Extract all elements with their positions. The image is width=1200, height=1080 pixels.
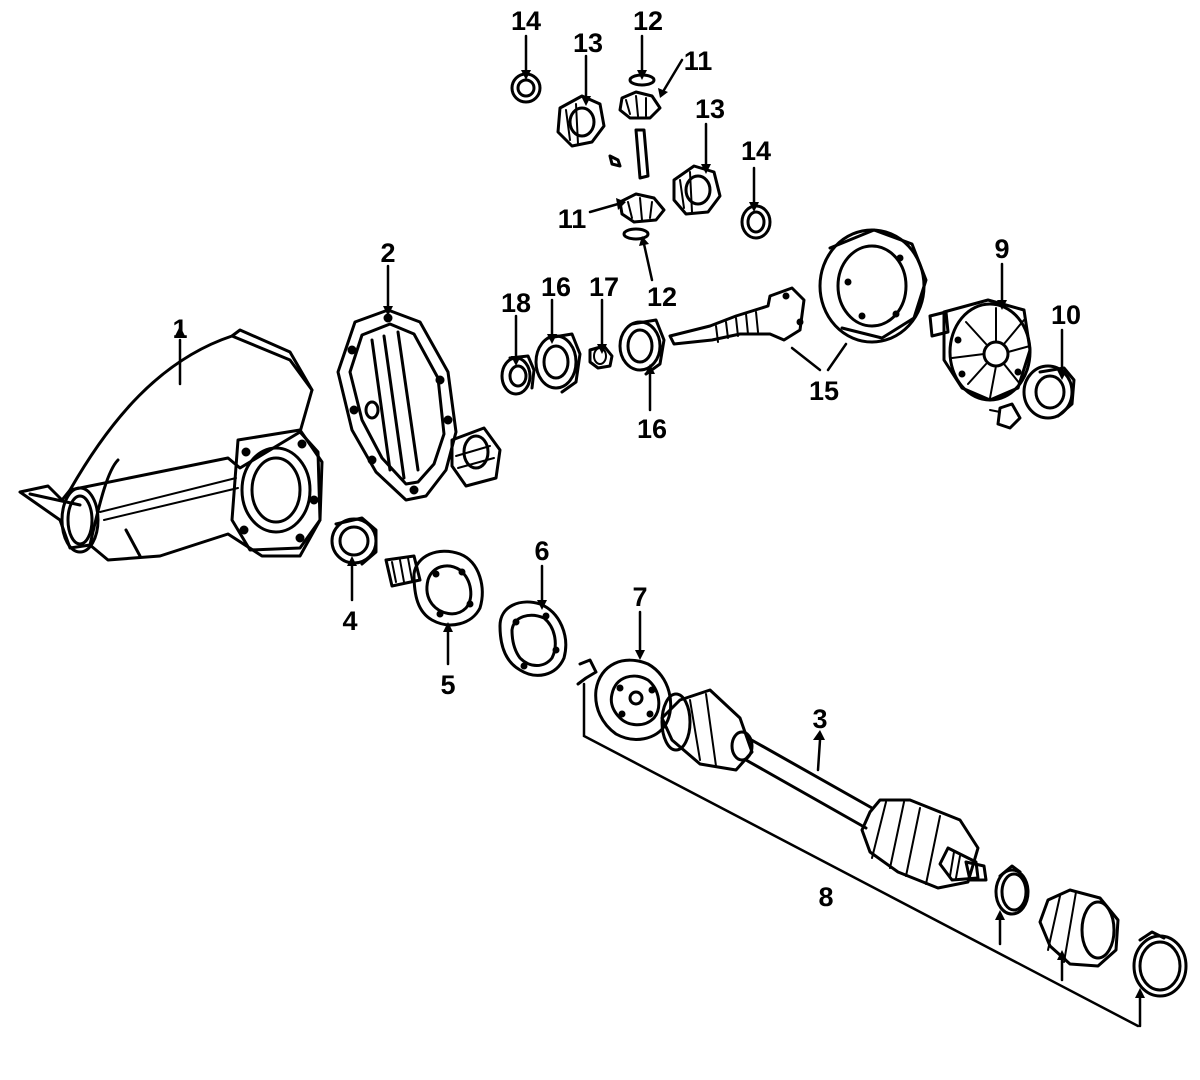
- part-13-right-side-gear: [672, 164, 722, 216]
- callout-labels: 1 2 3 4 5 6 7 8 9 10 11 11 12 12 13 13 1…: [172, 6, 1081, 912]
- part-11-upper-gear: [618, 90, 662, 120]
- callout-16-lower: 16: [637, 414, 667, 444]
- part-13-left-side-gear: [556, 94, 606, 148]
- callout-13-right: 13: [695, 94, 725, 124]
- callout-8: 8: [818, 882, 833, 912]
- callout-11-upper: 11: [684, 46, 713, 76]
- callout-18: 18: [501, 288, 531, 318]
- callout-4: 4: [342, 606, 357, 636]
- part-16-outer-bearing: [534, 332, 582, 394]
- callout-12-lower: 12: [647, 282, 677, 312]
- pinion-shaft: [608, 128, 650, 180]
- callout-7: 7: [632, 582, 647, 612]
- callout-17: 17: [589, 272, 619, 302]
- part-15-ring-and-pinion: [668, 228, 928, 346]
- callout-14-left: 14: [511, 6, 541, 36]
- leader-lines: [178, 34, 1142, 1028]
- callout-3: 3: [812, 704, 827, 734]
- part-1-carrier-housing: [18, 328, 324, 562]
- callout-16-upper: 16: [541, 272, 571, 302]
- callout-12-upper: 12: [633, 6, 663, 36]
- arrowheads: [175, 70, 1145, 998]
- part-3-axle-shaft: [660, 688, 988, 890]
- part-14-right-washer: [740, 204, 772, 240]
- callout-9: 9: [994, 234, 1009, 264]
- part-5-flange: [384, 549, 484, 627]
- part-10-bearing: [1022, 364, 1076, 420]
- callout-1: 1: [172, 314, 187, 344]
- callout-15: 15: [809, 376, 839, 406]
- part-7-cv-flange: [576, 658, 673, 741]
- callout-6: 6: [534, 536, 549, 566]
- part-8-boot-kit: [994, 864, 1188, 998]
- callout-5: 5: [440, 670, 455, 700]
- part-12-lower-washer: [622, 227, 650, 241]
- callout-13-left: 13: [573, 28, 603, 58]
- part-4-seal: [330, 516, 378, 566]
- callout-2: 2: [380, 238, 395, 268]
- callout-10: 10: [1051, 300, 1081, 330]
- part-16-inner-bearing: [618, 318, 666, 376]
- part-6-flange-plate: [498, 600, 568, 677]
- part-2-rear-cover: [336, 308, 502, 502]
- callout-14-right: 14: [741, 136, 771, 166]
- part-9-differential-case: [928, 298, 1032, 430]
- part-11-lower-gear: [618, 192, 666, 224]
- callout-11-lower: 11: [558, 204, 587, 234]
